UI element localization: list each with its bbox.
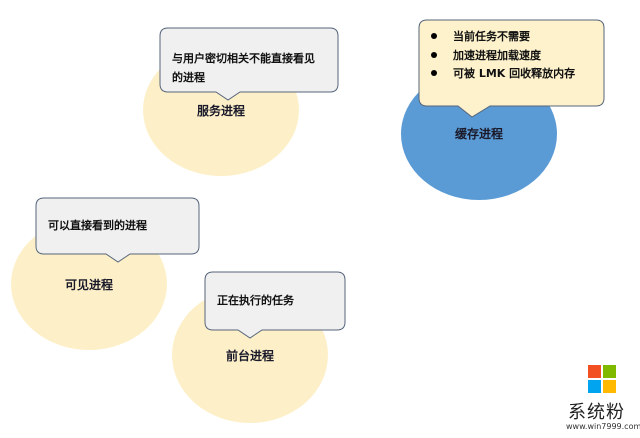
service-callout-line: 的进程 [172,70,205,84]
service-process-label: 服务进程 [197,103,245,118]
windows-logo-icon [588,365,616,393]
foreground-callout [204,271,346,339]
bullet-icon [431,33,437,39]
service-callout-line: 与用户密切相关不能直接看见 [172,51,315,65]
cache-process-label: 缓存进程 [455,126,503,141]
cache-callout-line: 加速进程加载速度 [452,48,542,62]
cache-callout [418,19,605,118]
visible-callout-line: 可以直接看到的进程 [48,218,147,232]
visible-process-label: 可见进程 [65,277,113,292]
watermark-url: www.win7999.com [566,422,640,431]
service-callout [159,27,339,101]
cache-callout-line: 当前任务不需要 [453,29,530,43]
cache-callout-line: 可被 LMK 回收释放内存 [453,66,575,80]
visible-callout [35,197,200,263]
bullet-icon [431,70,437,76]
watermark-name: 系统粉 [568,402,625,423]
foreground-process-label: 前台进程 [226,348,274,363]
foreground-callout-line: 正在执行的任务 [217,293,295,307]
bullet-icon [431,52,437,58]
